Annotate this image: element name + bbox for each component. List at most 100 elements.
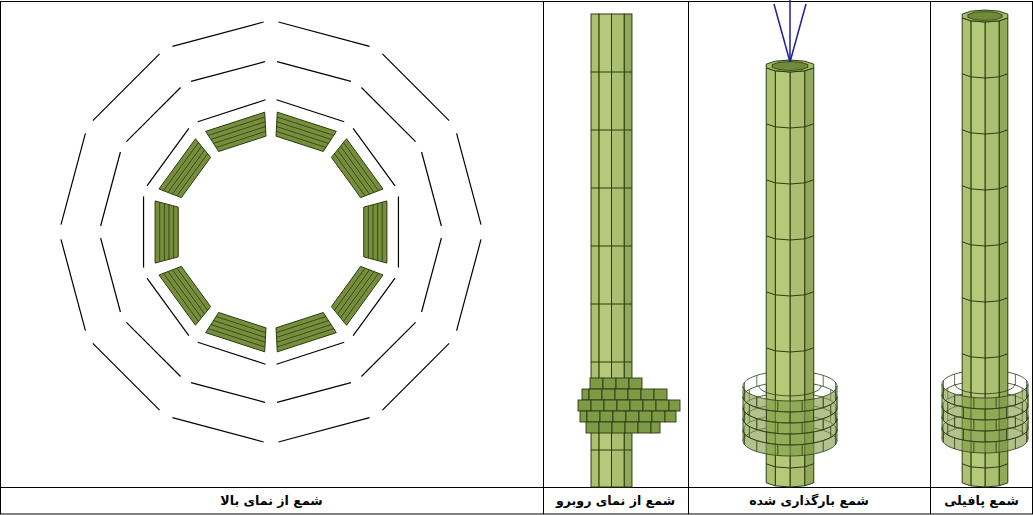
pile-joint	[766, 348, 814, 352]
plate-line	[216, 131, 266, 147]
plate-line	[382, 202, 383, 262]
ring-segment	[126, 322, 180, 376]
cap-brick	[629, 378, 642, 389]
pile-segment	[331, 266, 383, 325]
plate-line	[343, 142, 378, 190]
cap-brick-edge	[954, 394, 955, 405]
plate-line	[277, 329, 334, 347]
pile-joint	[591, 72, 632, 73]
cap-brick-edge	[1006, 429, 1007, 440]
plate-line	[164, 203, 165, 260]
cap-brick	[638, 422, 651, 433]
pile-hollow	[772, 62, 808, 71]
pile-joint	[591, 304, 632, 305]
cap-brick-edge	[749, 427, 750, 438]
cap-brick	[625, 422, 638, 433]
plate-line	[277, 325, 331, 343]
ring-segment	[361, 87, 415, 141]
cap-brick-edge	[823, 397, 824, 408]
cap-brick-edge	[777, 400, 778, 411]
ring-segment	[277, 383, 351, 403]
pile-top	[962, 10, 1008, 22]
ring-segment	[172, 418, 263, 442]
cap-brick-edge	[756, 397, 757, 408]
ring-segment	[457, 239, 481, 330]
plate-line	[340, 272, 374, 318]
cap-brick-edge	[954, 374, 955, 385]
plate-line	[277, 127, 329, 144]
cap-brick-edge	[996, 442, 997, 453]
cap-brick-edge	[744, 412, 745, 423]
plate-line	[277, 122, 331, 140]
plate-line	[340, 146, 374, 192]
plate-line	[368, 206, 369, 258]
plate-line	[277, 321, 329, 338]
plate-line	[373, 205, 374, 260]
plate-line	[163, 142, 198, 190]
cap-brick-edge	[973, 420, 974, 431]
cap-inner-edge	[955, 384, 1015, 394]
cap-brick-edge	[802, 422, 803, 433]
cap-brick-edge	[996, 398, 997, 409]
pile-hollow	[968, 12, 1002, 21]
pile-segment	[364, 201, 387, 263]
pile-segment	[276, 112, 336, 151]
cap-brick	[626, 411, 639, 422]
ring-segment	[382, 54, 449, 121]
pile-joint	[766, 180, 814, 184]
pile-joint	[962, 464, 1008, 468]
ring-segment	[61, 133, 85, 224]
cap-brick	[628, 389, 641, 400]
cap-brick-edge	[813, 410, 814, 421]
ring-segment	[422, 238, 442, 312]
plate-line	[276, 317, 326, 333]
pile-joint	[962, 242, 1008, 246]
plate-line	[168, 146, 202, 192]
cap-brick-edge	[947, 424, 948, 435]
pile-segment	[206, 112, 266, 151]
cap-brick-edge	[1015, 438, 1016, 449]
cap-brick-edge	[973, 442, 974, 453]
cap-brick-edge	[823, 441, 824, 452]
load-arrow	[790, 4, 806, 62]
table-cell-label: شمع از نمای روبرو	[545, 488, 686, 514]
plate-line	[343, 273, 378, 321]
pile-joint	[962, 298, 1008, 302]
cap-brick-edge	[766, 432, 767, 443]
pile-joint	[962, 74, 1008, 78]
cap-brick-edge	[1015, 374, 1016, 385]
cap-brick-edge	[973, 398, 974, 409]
cap-brick-edge	[943, 432, 944, 443]
ring-segment	[457, 133, 481, 224]
pile-joint	[591, 246, 632, 247]
cap-brick	[582, 389, 589, 400]
cap-brick-edge	[954, 438, 955, 449]
pile-joint	[591, 130, 632, 131]
pile-segment	[155, 201, 178, 263]
ring-segment	[93, 54, 160, 121]
loaded-pile	[743, 0, 837, 487]
cap-brick-edge	[756, 397, 757, 408]
cap-brick-edge	[1015, 416, 1016, 427]
table-divider	[688, 2, 689, 515]
cap-brick	[603, 378, 616, 389]
cap-brick-edge	[790, 412, 791, 423]
cap-brick	[656, 400, 669, 411]
cap-brick-edge	[835, 434, 836, 445]
cap-brick	[617, 400, 630, 411]
plate-line	[211, 122, 265, 140]
ring-segment	[191, 62, 265, 82]
pile-segment	[331, 139, 383, 198]
ring-segment	[61, 239, 85, 330]
cap-brick	[586, 422, 599, 433]
cap-brick	[654, 389, 667, 400]
cap-brick-edge	[790, 434, 791, 445]
pile-segment	[206, 313, 266, 352]
cap-brick-edge	[823, 419, 824, 430]
pile-joint	[591, 450, 632, 451]
cap-brick	[639, 411, 652, 422]
cap-brick-edge	[1022, 424, 1023, 435]
ring-segment	[361, 322, 415, 376]
